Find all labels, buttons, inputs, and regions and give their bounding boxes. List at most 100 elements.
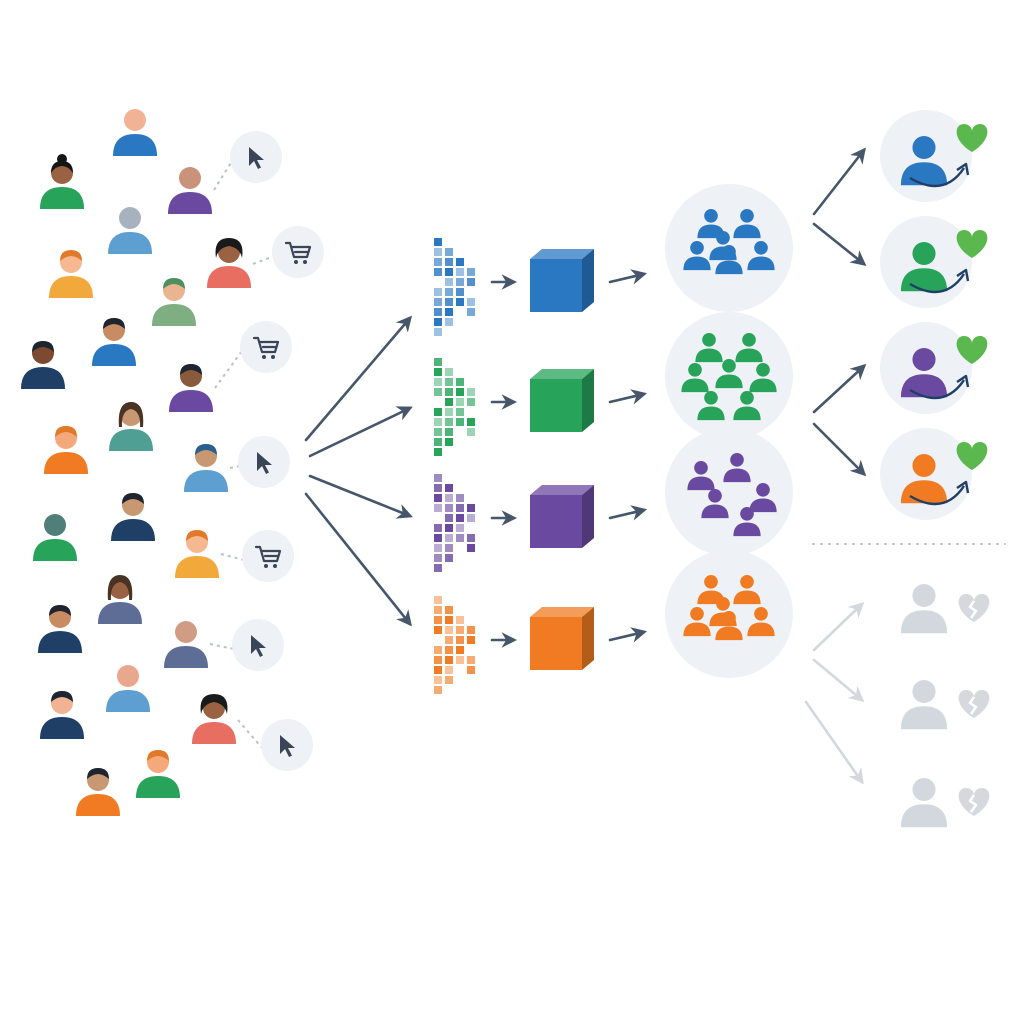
data-pixel: [456, 298, 464, 306]
avatar-head: [44, 514, 66, 536]
data-pixel: [434, 544, 442, 552]
data-pixel: [445, 626, 453, 634]
cube-front: [530, 259, 582, 312]
segment-member: [697, 390, 725, 421]
avatar-head: [119, 207, 141, 229]
user-avatar: [168, 167, 212, 214]
pixel-stream-green: [434, 358, 475, 456]
segment-member: [695, 332, 723, 363]
heart-shape: [956, 336, 988, 364]
avatar-body: [747, 622, 775, 637]
data-pixel: [445, 646, 453, 654]
data-pixel: [445, 504, 453, 512]
user-avatar: [164, 621, 208, 668]
hair: [215, 238, 243, 258]
avatar-body: [152, 304, 196, 326]
cube-front: [530, 379, 582, 432]
broken-heart-icon: [958, 788, 990, 816]
data-pixel: [445, 308, 453, 316]
data-pixel: [456, 408, 464, 416]
data-pixel: [445, 524, 453, 532]
data-pixel: [434, 564, 442, 572]
avatar-body: [900, 706, 948, 730]
retention-loop: [909, 379, 965, 400]
data-pixel: [456, 534, 464, 542]
segment-group-orange: [665, 550, 793, 678]
data-pixel: [445, 514, 453, 522]
hair: [186, 530, 208, 541]
data-pixel: [445, 428, 453, 436]
cursor-icon: [257, 452, 272, 474]
segment-member: [681, 362, 709, 393]
outcomes: [880, 110, 990, 828]
heart-crack: [968, 600, 978, 619]
segment-member: [733, 208, 761, 239]
avatar-body: [98, 602, 142, 624]
cursor-arrow: [257, 452, 272, 474]
user-avatar: [169, 364, 213, 412]
data-pixel: [456, 278, 464, 286]
data-pixel: [445, 484, 453, 492]
avatar-head: [708, 488, 722, 503]
data-pixel: [445, 438, 453, 446]
outcome-arrow: [812, 363, 867, 414]
avatar-body: [169, 390, 213, 412]
data-pixel: [434, 686, 442, 694]
data-pixel: [445, 418, 453, 426]
data-pixel: [467, 544, 475, 552]
data-pixel: [467, 308, 475, 316]
user-avatar: [184, 444, 228, 492]
data-pixel: [434, 308, 442, 316]
cart-wheel: [273, 564, 277, 568]
avatar-body: [136, 776, 180, 798]
data-pixel: [445, 616, 453, 624]
segment-member: [709, 230, 737, 261]
avatar-head: [124, 109, 146, 131]
cube-side: [582, 485, 594, 548]
cube-front: [530, 495, 582, 548]
data-pixel: [434, 534, 442, 542]
user-crowd: [21, 109, 251, 816]
data-pixel: [434, 298, 442, 306]
avatar-body: [747, 256, 775, 271]
segment-member: [733, 390, 761, 421]
data-pixel: [445, 298, 453, 306]
avatar-body: [723, 468, 751, 483]
user-avatar: [111, 493, 155, 541]
data-pixel: [445, 388, 453, 396]
user-avatar: [40, 691, 84, 739]
cube-top: [530, 607, 594, 617]
data-pixel: [434, 616, 442, 624]
avatar-head: [694, 460, 708, 475]
data-pixel: [467, 514, 475, 522]
action-link: [214, 350, 243, 389]
retained-user: [880, 322, 988, 414]
data-pixel: [456, 616, 464, 624]
model-cube-purple: [530, 485, 594, 548]
data-pixel: [445, 544, 453, 552]
data-pixel: [434, 448, 442, 456]
fan-arrow: [308, 406, 413, 458]
segment-member: [733, 506, 761, 537]
data-pixel: [467, 298, 475, 306]
data-pixel: [434, 408, 442, 416]
data-pixel: [467, 418, 475, 426]
hair: [103, 318, 125, 329]
cursor-icon: [249, 147, 264, 169]
avatar-body: [76, 794, 120, 816]
user-avatar: [152, 278, 196, 326]
churn-arrow: [804, 700, 864, 785]
data-pixel: [456, 378, 464, 386]
data-pixel: [445, 534, 453, 542]
heart-shape: [956, 230, 988, 258]
avatar-body: [749, 378, 777, 393]
avatar-body: [192, 722, 236, 744]
data-pixel: [445, 378, 453, 386]
avatar-head: [740, 208, 754, 223]
cart-icon: [252, 336, 280, 359]
churn-arrow: [812, 658, 865, 702]
cart-wheel: [262, 355, 266, 359]
avatar-body: [40, 717, 84, 739]
segment-group-blue: [665, 184, 793, 312]
data-pixel: [456, 268, 464, 276]
